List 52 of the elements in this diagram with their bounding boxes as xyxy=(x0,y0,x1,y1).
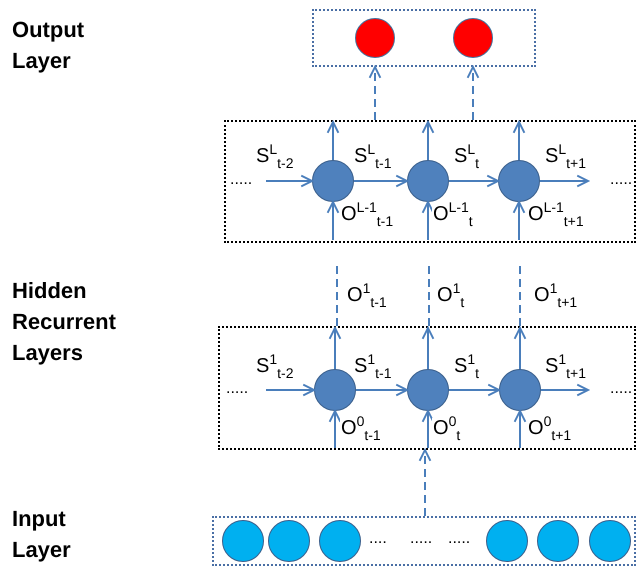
neuron-circle xyxy=(589,520,631,562)
arrow xyxy=(356,384,408,396)
arrow xyxy=(514,410,526,448)
neuron-circle xyxy=(407,160,449,202)
arrow xyxy=(266,384,315,396)
ellipsis-text: ..... xyxy=(610,381,632,397)
dashed-line xyxy=(336,265,338,326)
arrow xyxy=(422,327,434,369)
arrow xyxy=(418,449,432,516)
layer-title: Input Layer xyxy=(12,505,72,564)
arrow xyxy=(328,327,342,369)
arrow xyxy=(466,66,480,120)
ellipsis-text: ..... xyxy=(226,381,248,397)
arrow xyxy=(512,201,526,240)
layer-frame xyxy=(312,9,536,67)
ellipsis-text: .... xyxy=(369,531,387,547)
neuron-circle xyxy=(355,18,395,58)
neuron-circle xyxy=(453,18,493,58)
arrow xyxy=(422,201,434,240)
neuron-circle xyxy=(314,369,356,411)
ellipsis-text: ..... xyxy=(448,531,470,547)
ellipsis-text: ..... xyxy=(410,531,432,547)
arrow xyxy=(354,174,408,188)
neuron-circle xyxy=(268,520,310,562)
ellipsis-text: ..... xyxy=(230,172,252,188)
arrow xyxy=(368,66,382,120)
dashed-line xyxy=(428,265,430,326)
neuron-circle xyxy=(537,520,579,562)
neuron-circle xyxy=(312,160,354,202)
arrow xyxy=(266,174,313,188)
arrow xyxy=(422,121,434,160)
arrow xyxy=(540,174,589,188)
neuron-circle xyxy=(498,160,540,202)
arrow xyxy=(514,327,526,369)
neuron-circle xyxy=(486,520,528,562)
ellipsis-text: ..... xyxy=(610,172,632,188)
arrow xyxy=(326,121,340,160)
arrow xyxy=(328,410,342,448)
layer-frame xyxy=(212,516,636,566)
arrow xyxy=(512,121,526,160)
neuron-circle xyxy=(319,520,361,562)
neuron-circle xyxy=(222,520,264,562)
neuron-circle xyxy=(407,369,449,411)
arrow xyxy=(449,384,500,396)
neuron-circle xyxy=(499,369,541,411)
arrow xyxy=(541,384,589,396)
arrow xyxy=(326,201,340,240)
arrow xyxy=(422,410,434,448)
layer-title: Hidden Recurrent Layers xyxy=(12,277,117,367)
dashed-line xyxy=(519,265,521,326)
layer-title: Output Layer xyxy=(12,16,86,75)
arrow xyxy=(449,174,499,188)
